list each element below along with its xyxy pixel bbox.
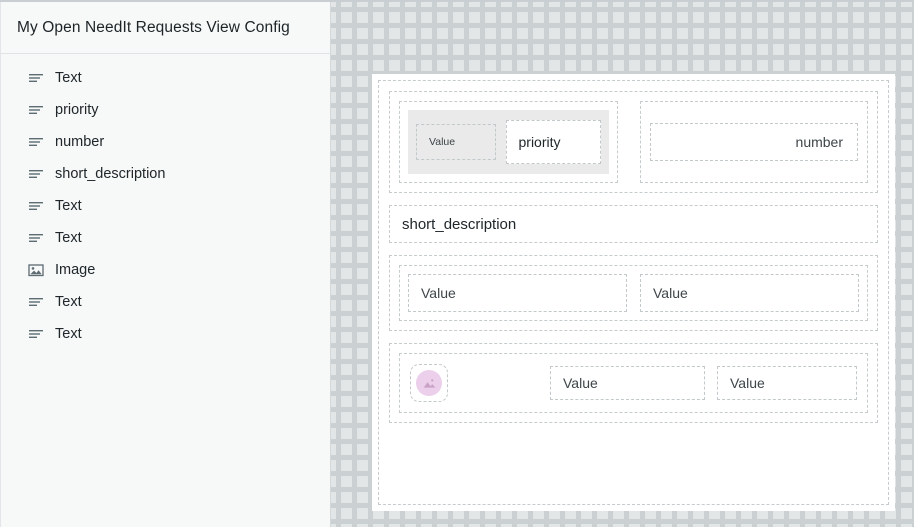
text-lines-icon bbox=[27, 69, 45, 87]
avatar bbox=[416, 370, 442, 396]
sidebar-item-text-1[interactable]: Text bbox=[1, 62, 330, 94]
value-placeholder-small[interactable]: Value bbox=[416, 124, 496, 160]
sidebar-item-label: priority bbox=[55, 102, 99, 118]
card-outer-frame: Value priority number bbox=[378, 80, 889, 505]
sidebar-header: My Open NeedIt Requests View Config bbox=[1, 2, 330, 54]
short-description-field[interactable]: short_description bbox=[389, 205, 878, 243]
value-label: Value bbox=[429, 136, 456, 148]
field-group-1-left[interactable]: Value priority bbox=[399, 101, 618, 183]
sidebar-item-text-2[interactable]: Text bbox=[1, 190, 330, 222]
selected-field-container[interactable]: Value priority bbox=[408, 110, 609, 174]
value-label: Value bbox=[730, 375, 765, 391]
page-title: My Open NeedIt Requests View Config bbox=[17, 18, 290, 36]
value-placeholder-left[interactable]: Value bbox=[550, 366, 705, 400]
short-description-label: short_description bbox=[402, 215, 517, 233]
text-lines-icon bbox=[27, 197, 45, 215]
sidebar-item-label: Text bbox=[55, 294, 82, 310]
field-group-1-right[interactable]: number bbox=[639, 101, 868, 183]
sidebar-item-label: Text bbox=[55, 70, 82, 86]
number-label: number bbox=[795, 134, 843, 150]
text-lines-icon bbox=[27, 101, 45, 119]
field-group-4[interactable]: Value Value bbox=[389, 343, 878, 423]
sidebar-item-image[interactable]: Image bbox=[1, 254, 330, 286]
value-placeholder-right[interactable]: Value bbox=[640, 274, 859, 312]
priority-label: priority bbox=[518, 134, 561, 150]
field-group-3[interactable]: Value Value bbox=[389, 255, 878, 331]
sidebar-item-short-description[interactable]: short_description bbox=[1, 158, 330, 190]
field-group-3-inner[interactable]: Value Value bbox=[399, 265, 868, 321]
sidebar-item-label: Image bbox=[55, 262, 96, 278]
layout-canvas[interactable]: Value priority number bbox=[331, 2, 914, 527]
sidebar-item-priority[interactable]: priority bbox=[1, 94, 330, 126]
text-lines-icon bbox=[27, 293, 45, 311]
sidebar-item-text-4[interactable]: Text bbox=[1, 286, 330, 318]
text-lines-icon bbox=[27, 133, 45, 151]
number-field[interactable]: number bbox=[649, 123, 858, 161]
priority-field[interactable]: priority bbox=[505, 120, 601, 164]
text-lines-icon bbox=[27, 229, 45, 247]
value-placeholder-right[interactable]: Value bbox=[717, 366, 857, 400]
value-label: Value bbox=[421, 285, 456, 301]
text-lines-icon bbox=[27, 325, 45, 343]
text-lines-icon bbox=[27, 165, 45, 183]
image-placeholder-icon bbox=[423, 378, 435, 388]
sidebar-item-label: Text bbox=[55, 198, 82, 214]
form-preview-card: Value priority number bbox=[372, 74, 895, 511]
avatar-placeholder-slot[interactable] bbox=[410, 364, 448, 402]
component-tree-sidebar: My Open NeedIt Requests View Config Text bbox=[0, 2, 331, 527]
sidebar-item-label: Text bbox=[55, 230, 82, 246]
sidebar-item-label: number bbox=[55, 134, 105, 150]
component-list[interactable]: Text priority bbox=[1, 54, 330, 350]
value-label: Value bbox=[563, 375, 598, 391]
image-icon bbox=[27, 261, 45, 279]
field-group-1[interactable]: Value priority number bbox=[389, 91, 878, 193]
sidebar-item-text-5[interactable]: Text bbox=[1, 318, 330, 350]
sidebar-item-number[interactable]: number bbox=[1, 126, 330, 158]
sidebar-item-label: Text bbox=[55, 326, 82, 342]
value-label: Value bbox=[653, 285, 688, 301]
sidebar-item-label: short_description bbox=[55, 166, 166, 182]
value-placeholder-left[interactable]: Value bbox=[408, 274, 627, 312]
sidebar-item-text-3[interactable]: Text bbox=[1, 222, 330, 254]
field-group-4-inner[interactable]: Value Value bbox=[399, 353, 868, 413]
